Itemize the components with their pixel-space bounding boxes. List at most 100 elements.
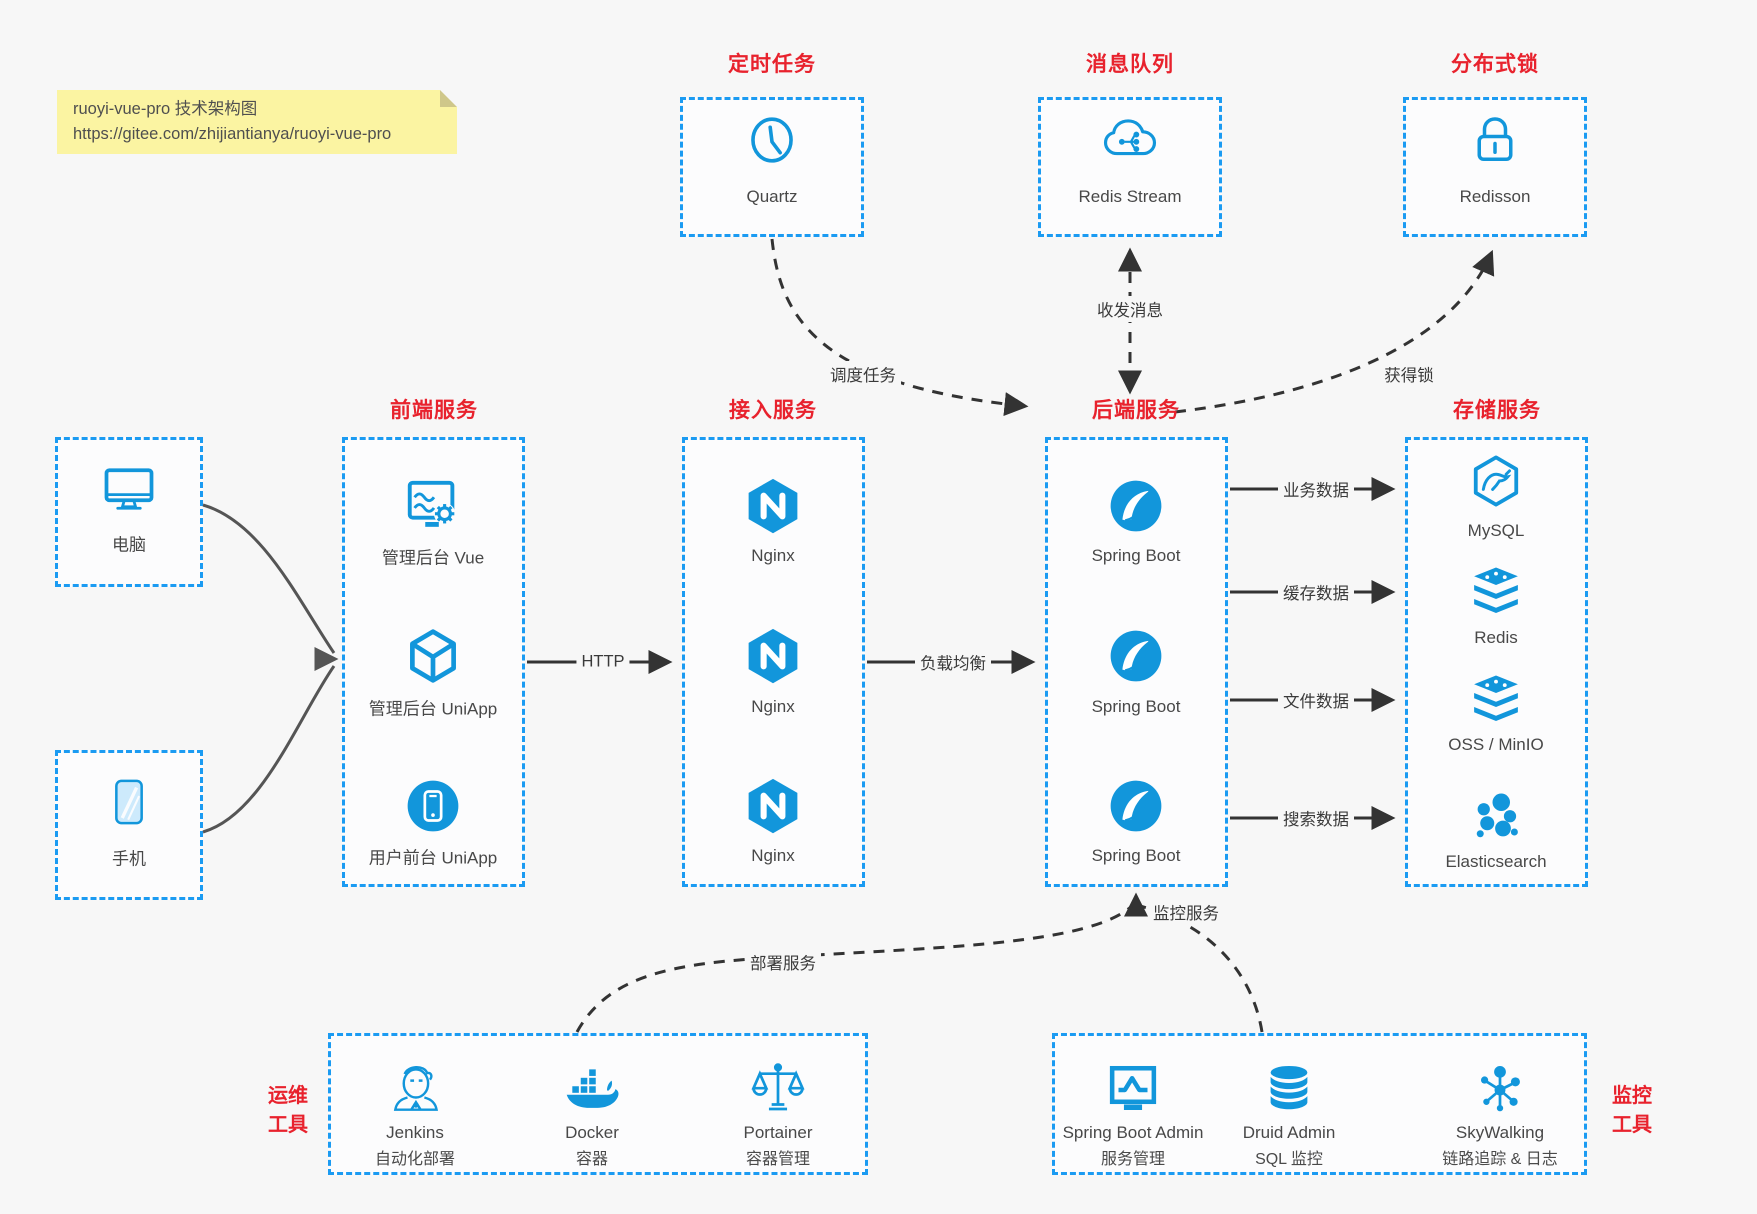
note-fold-corner [440, 90, 457, 107]
monitor-tools-side-label: 监控 工具 [1612, 1085, 1652, 1136]
druid-admin-desc: SQL 监控 [1255, 1151, 1323, 1168]
sticky-note: ruoyi-vue-pro 技术架构图 https://gitee.com/zh… [57, 90, 457, 154]
elasticsearch-node [1468, 790, 1524, 846]
mysql-label: MySQL [1467, 521, 1525, 540]
pc-label: 电脑 [112, 535, 146, 555]
admin-vue-icon [407, 480, 456, 527]
note-url: https://gitee.com/zhijiantianya/ruoyi-vu… [73, 125, 392, 143]
deploy-service-curve [575, 904, 1134, 1033]
docker-name: Docker [565, 1123, 619, 1142]
uniapp-cube-icon [410, 629, 456, 683]
mysql-node [1469, 454, 1523, 508]
send-receive-edge-label: 收发消息 [1092, 296, 1168, 322]
redis-stack-icon [1474, 675, 1518, 721]
spring-boot-admin-name: Spring Boot Admin [1062, 1123, 1204, 1142]
monitor-service-edge-label: 监控服务 [1148, 899, 1224, 925]
admin-uniapp-node [403, 626, 463, 686]
redis-stream-label: Redis Stream [1078, 187, 1182, 206]
nginx-icon [748, 628, 798, 684]
jenkins-icon [393, 1066, 439, 1111]
oss-minio-node [1468, 672, 1524, 728]
redis-node [1468, 564, 1524, 620]
spring-boot-admin-icon [1109, 1065, 1157, 1110]
spring-boot-label-2: Spring Boot [1091, 697, 1181, 716]
spring-boot-admin-node [1104, 1061, 1162, 1119]
nginx-node-2 [743, 626, 803, 686]
mobile-icon [115, 779, 143, 825]
user-app-icon [407, 780, 459, 832]
user-uniapp-node [404, 777, 462, 835]
clock-icon [751, 117, 793, 163]
portainer-node [749, 1061, 807, 1119]
mobile-label: 手机 [112, 849, 146, 869]
ops-tools-side-label: 运维 工具 [268, 1085, 308, 1136]
druid-admin-name: Druid Admin [1242, 1123, 1336, 1142]
mobile-client-box [55, 750, 203, 900]
nginx-node-1 [743, 476, 803, 536]
title-scheduled-task: 定时任务 [728, 53, 816, 76]
spring-boot-icon [1110, 630, 1162, 682]
nginx-label-1: Nginx [751, 546, 795, 565]
portainer-name: Portainer [743, 1123, 813, 1142]
redisson-box [1403, 97, 1587, 237]
cloud-stream-icon [1103, 119, 1157, 156]
spring-boot-icon [1110, 480, 1162, 532]
redisson-label: Redisson [1459, 187, 1531, 206]
jenkins-name: Jenkins [386, 1123, 444, 1142]
file-data-edge-label: 文件数据 [1278, 687, 1354, 713]
spring-boot-node-3 [1107, 777, 1165, 835]
spring-boot-admin-desc: 服务管理 [1100, 1151, 1166, 1168]
skywalking-node [1471, 1061, 1529, 1119]
cache-data-edge-label: 缓存数据 [1278, 579, 1354, 605]
admin-vue-label: 管理后台 Vue [381, 548, 485, 568]
jenkins-desc: 自动化部署 [374, 1151, 456, 1168]
storage-box [1405, 437, 1588, 887]
spring-boot-label-1: Spring Boot [1091, 546, 1181, 565]
nginx-icon [748, 478, 798, 534]
lock-icon [1477, 117, 1513, 161]
spring-boot-node-1 [1107, 477, 1165, 535]
spring-boot-node-2 [1107, 627, 1165, 685]
deploy-service-edge-label: 部署服务 [745, 949, 821, 975]
business-data-edge-label: 业务数据 [1278, 476, 1354, 502]
nginx-icon [748, 778, 798, 834]
title-storage-service: 存储服务 [1453, 399, 1541, 422]
mobile-node [102, 775, 156, 829]
skywalking-desc: 链路追踪 & 日志 [1442, 1151, 1558, 1168]
redisson-node [1467, 111, 1523, 169]
docker-icon [566, 1069, 619, 1108]
pc-node [99, 459, 159, 519]
nginx-label-2: Nginx [751, 697, 795, 716]
solid-arrows [527, 477, 1396, 917]
skywalking-name: SkyWalking [1455, 1123, 1545, 1142]
portainer-desc: 容器管理 [745, 1151, 811, 1168]
acquire-lock-edge-label: 获得锁 [1379, 361, 1439, 387]
client-merge-curves [202, 503, 339, 834]
note-title: ruoyi-vue-pro 技术架构图 [73, 100, 258, 118]
admin-uniapp-label: 管理后台 UniApp [368, 699, 498, 719]
mysql-icon [1473, 455, 1519, 507]
quartz-node [743, 111, 801, 169]
docker-desc: 容器 [575, 1151, 609, 1168]
druid-admin-node [1261, 1062, 1317, 1118]
pc-client-box [55, 437, 203, 587]
title-backend-service: 后端服务 [1092, 399, 1180, 422]
desktop-icon [104, 468, 154, 510]
quartz-label: Quartz [746, 187, 798, 206]
redis-stream-node [1099, 111, 1161, 169]
elasticsearch-label: Elasticsearch [1445, 852, 1547, 871]
search-data-edge-label: 搜索数据 [1278, 805, 1354, 831]
nginx-node-3 [743, 776, 803, 836]
title-distributed-lock: 分布式锁 [1451, 53, 1539, 76]
redis-label: Redis [1474, 628, 1518, 647]
docker-node [562, 1060, 622, 1120]
load-balance-edge-label: 负载均衡 [915, 649, 991, 675]
elasticsearch-icon [1476, 793, 1518, 838]
portainer-icon [751, 1063, 805, 1111]
title-gateway-service: 接入服务 [729, 399, 817, 422]
http-edge-label: HTTP [576, 651, 630, 673]
schedule-task-edge-label: 调度任务 [825, 361, 901, 387]
title-message-queue: 消息队列 [1086, 53, 1174, 76]
title-frontend-service: 前端服务 [390, 399, 478, 422]
